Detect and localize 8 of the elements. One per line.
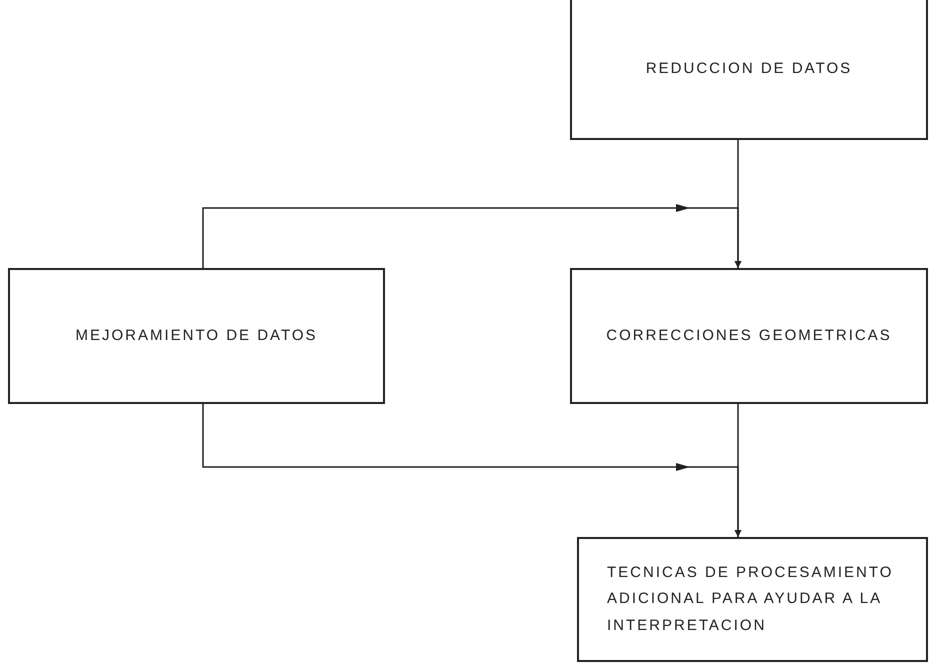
process-box <box>570 0 928 140</box>
box-label: REDUCCION DE DATOS <box>646 58 852 79</box>
box-label: MEJORAMIENTO DE DATOS <box>75 326 318 346</box>
box-label: CORRECCIONES GEOMETRICAS <box>606 326 892 346</box>
process-box <box>570 268 928 404</box>
process-box <box>577 537 928 662</box>
box-label: TECNICAS DE PROCESAMIENTO ADICIONAL PARA AYUDAR A LA INTERPRETACION <box>607 563 894 636</box>
process-box <box>8 268 385 404</box>
